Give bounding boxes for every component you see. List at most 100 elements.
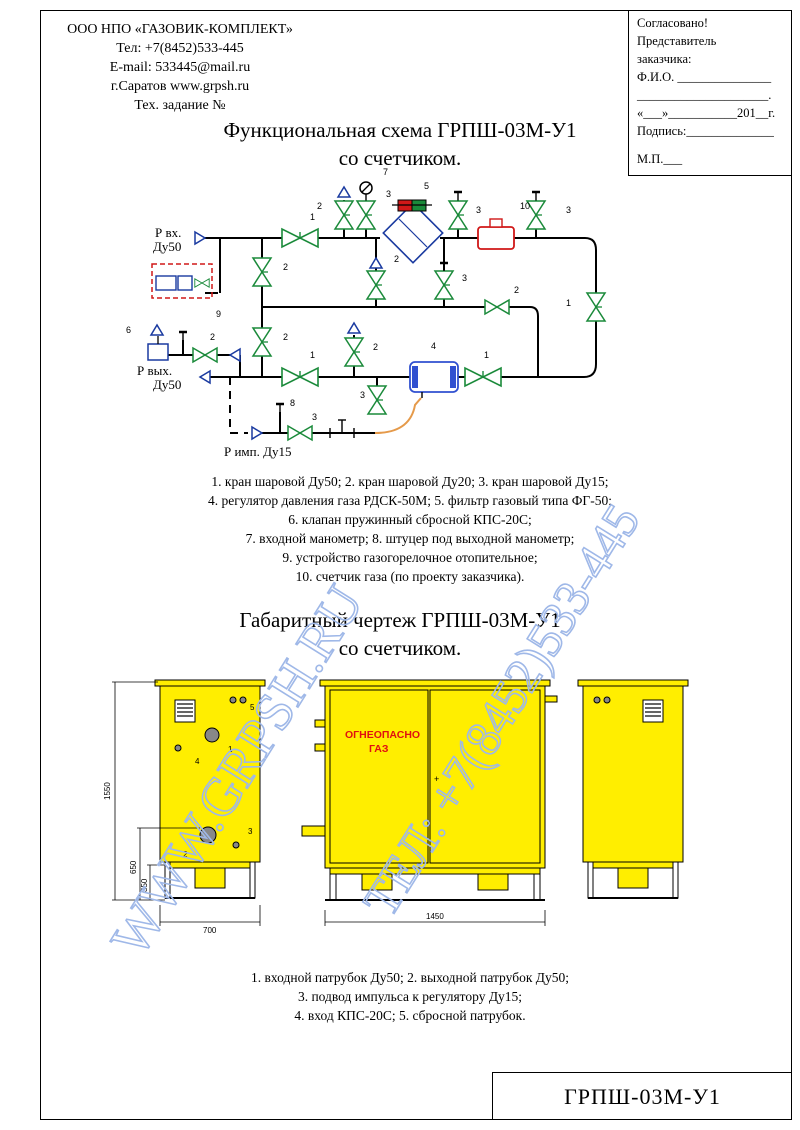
approval-mp: М.П.___ — [637, 152, 683, 166]
approval-date: «___»___________201__г. — [637, 106, 776, 120]
vent-icon — [347, 322, 361, 334]
mark-1: 1 — [484, 350, 489, 360]
valve-2-b — [252, 327, 272, 357]
valve-3-e — [367, 385, 387, 415]
relief-valve-icon — [147, 343, 169, 361]
side-view-left — [154, 679, 266, 899]
mark-10: 10 — [520, 201, 530, 211]
approval-customer: заказчика: — [637, 52, 692, 66]
gas-meter-icon — [477, 226, 515, 250]
heater-unit — [151, 263, 213, 299]
vent-arrow — [228, 347, 241, 363]
impulse-label: Р имп. Ду15 — [224, 444, 292, 459]
company-info: ООО НПО «ГАЗОВИК-КОМПЛЕКТ» Тел: +7(8452)… — [40, 20, 320, 115]
approval-rep: Представитель — [637, 34, 717, 48]
plug-icon — [177, 330, 189, 342]
legend-line: 1. кран шаровой Ду50; 2. кран шаровой Ду… — [211, 474, 609, 489]
valve-1-bypass — [586, 292, 606, 322]
dashed-line — [229, 377, 248, 434]
door-handle: + — [434, 774, 439, 784]
legend-line: 10. счетчик газа (по проекту заказчика). — [295, 569, 525, 584]
plug-icon — [274, 402, 286, 414]
company-site: г.Саратов www.grpsh.ru — [110, 79, 250, 94]
mark-3: 3 — [462, 273, 467, 283]
mark-2: 2 — [210, 332, 215, 342]
mark-2: 2 — [283, 332, 288, 342]
dim-width-side: 700 — [203, 926, 217, 935]
side-view-right — [577, 679, 689, 899]
outlet-dn-label: Ду50 — [153, 377, 181, 392]
valve-1-outlet — [281, 367, 319, 387]
mark-numbers: 1 2 3 5 7 3 10 3 2 2 3 2 1 2 2 1 4 1 3 8… — [126, 167, 571, 422]
mark-2: 2 — [283, 262, 288, 272]
mark-4: 4 — [431, 341, 436, 351]
legend-line: 4. вход КПС-20С; 5. сбросной патрубок. — [294, 1008, 526, 1023]
svg-text:1: 1 — [228, 745, 233, 754]
dim-height-mid: 650 — [129, 860, 138, 874]
approval-box: Согласовано! Представитель заказчика: Ф.… — [628, 10, 792, 176]
dims-title-line1: Габаритный чертеж ГРПШ-03М-У1 — [239, 608, 561, 632]
mark-1: 1 — [310, 350, 315, 360]
svg-text:3: 3 — [248, 827, 253, 836]
mark-5: 5 — [424, 181, 429, 191]
title-block: ГРПШ-03М-У1 — [492, 1072, 792, 1120]
mark-3: 3 — [360, 390, 365, 400]
valve-2-g — [192, 347, 218, 363]
valve-2-d — [334, 200, 354, 230]
company-name: ООО НПО «ГАЗОВИК-КОМПЛЕКТ» — [67, 22, 293, 37]
dim-height-total: 1550 — [103, 782, 112, 800]
mark-3: 3 — [312, 412, 317, 422]
vent-icon — [337, 186, 351, 198]
inlet-pressure-label: Р вх. — [155, 225, 181, 240]
dims-legend: 1. входной патрубок Ду50; 2. выходной па… — [100, 968, 720, 1025]
mark-2: 2 — [373, 342, 378, 352]
vent-icon — [150, 324, 164, 336]
approval-fio: Ф.И.О. _______________ — [637, 70, 772, 84]
mark-1: 1 — [310, 212, 315, 222]
drawing-frame — [40, 10, 792, 1120]
inlet-dn-label: Ду50 — [153, 239, 181, 254]
valve-2-c — [366, 270, 386, 300]
mark-9: 9 — [216, 309, 221, 319]
mark-7: 7 — [383, 167, 388, 177]
dims-title-line2: со счетчиком. — [338, 636, 462, 660]
dim-height-low: 350 — [140, 878, 149, 892]
dims-title: Габаритный чертеж ГРПШ-03М-У1 со счетчик… — [160, 606, 640, 662]
legend-line: 6. клапан пружинный сбросной КПС-20С; — [288, 512, 532, 527]
outlet-arrow — [198, 369, 211, 385]
valve-1-after-reg — [464, 367, 502, 387]
svg-text:5: 5 — [250, 703, 255, 712]
mark-3: 3 — [476, 205, 481, 215]
valve-3-b — [448, 200, 468, 230]
dim-width-front: 1450 — [426, 912, 444, 921]
mark-2: 2 — [394, 254, 399, 264]
plug-icon — [530, 190, 542, 202]
scheme-legend: 1. кран шаровой Ду50; 2. кран шаровой Ду… — [100, 472, 720, 586]
scheme-title: Функциональная схема ГРПШ-03М-У1 со счет… — [160, 116, 640, 172]
dimension-lines — [112, 681, 546, 926]
valve-2-f — [484, 299, 510, 315]
legend-line: 4. регулятор давления газа РДСК-50М; 5. … — [208, 493, 612, 508]
outlet-pressure-label: Р вых. — [137, 363, 172, 378]
functional-scheme: 1 2 3 5 7 3 10 3 2 2 3 2 1 2 2 1 4 1 3 8… — [126, 167, 606, 459]
legend-line: 9. устройство газогорелочное отопительно… — [282, 550, 538, 565]
warning-text: ОГНЕОПАСНО — [345, 729, 420, 741]
regulator-icon — [409, 361, 459, 393]
mark-8: 8 — [290, 398, 295, 408]
plug-icon — [438, 261, 450, 273]
vent-icon — [369, 257, 383, 269]
valve-1-inlet — [281, 228, 319, 248]
company-phone: Тел: +7(8452)533-445 — [116, 41, 244, 56]
valve-3-d — [434, 270, 454, 300]
valve-2-a — [252, 257, 272, 287]
legend-line: 1. входной патрубок Ду50; 2. выходной па… — [251, 970, 569, 985]
tech-task: Тех. задание № — [134, 98, 226, 113]
svg-text:4: 4 — [195, 757, 200, 766]
scheme-title-line2: со счетчиком. — [338, 146, 462, 170]
warning-text-gas: ГАЗ — [369, 743, 389, 755]
valve-2-e — [344, 337, 364, 367]
plug-icon — [452, 190, 464, 202]
mark-3: 3 — [566, 205, 571, 215]
valve-3-a — [356, 200, 376, 230]
title-block-text: ГРПШ-03М-У1 — [564, 1083, 721, 1109]
